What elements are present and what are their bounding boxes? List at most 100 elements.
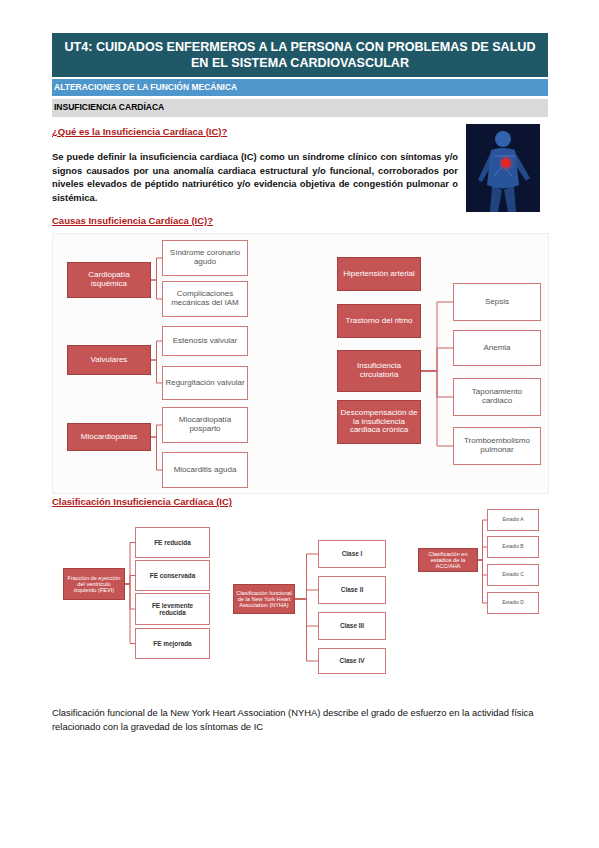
section-band: ALTERACIONES DE LA FUNCIÓN MECÁNICA	[52, 79, 548, 96]
class-box: Clase III	[318, 612, 386, 640]
box-text: Síndrome coronario agudo	[165, 249, 245, 267]
box-text: Complicaciones mecánicas del IAM	[165, 290, 245, 308]
connector-line	[125, 584, 135, 644]
connector-line	[125, 576, 135, 585]
box-text: Miocardiopatías	[81, 433, 137, 442]
cause-group-box: Miocardiopatías	[67, 423, 151, 451]
box-text: Anemia	[483, 344, 510, 353]
section-heading: ¿Qué es la Insuficiencia Cardíaca (IC)?	[52, 126, 372, 140]
box-text: Trastorno del ritmo	[346, 317, 413, 326]
cause-box: Estenosis valvular	[162, 326, 248, 356]
box-text: Valvulares	[91, 356, 128, 365]
box-text: FE conservada	[150, 572, 195, 579]
connector-line	[295, 590, 318, 599]
class-box: FE levemente reducida	[135, 593, 210, 625]
connector-line	[151, 425, 162, 437]
class-box: Clase I	[318, 540, 386, 568]
class-box: Clase II	[318, 576, 386, 604]
box-text: Estadio B	[502, 544, 523, 550]
cause-group-box: Insuficiencia circulatoria	[337, 350, 421, 392]
box-text: Fracción de eyección del ventrículo izqu…	[66, 575, 122, 593]
box-text: Estenosis valvular	[173, 337, 237, 346]
box-text: Clasificación en estadios de la ACC/AHA	[421, 551, 475, 569]
box-text: Insuficiencia circulatoria	[340, 362, 418, 380]
box-text: Miocarditis aguda	[174, 466, 237, 475]
connector-line	[151, 360, 162, 383]
connector-line	[478, 520, 487, 560]
connector-line	[295, 554, 318, 599]
box-text: INSUFICIENCIA CARDÍACA	[54, 103, 164, 112]
box-text: Tromboembolismo pulmonar	[456, 437, 538, 455]
connector-line	[421, 302, 453, 371]
cause-box: Anemia	[453, 330, 541, 366]
box-text: Regurgitación valvular	[165, 379, 244, 388]
class-box: Clase IV	[318, 648, 386, 674]
box-text: Clase I	[342, 550, 363, 557]
section-heading: Causas Insuficiencia Cardíaca (IC)?	[52, 215, 372, 229]
box-text: Hipertensión arterial	[343, 270, 415, 279]
title-band	[52, 33, 548, 77]
classification-box: Fracción de eyección del ventrículo izqu…	[63, 568, 125, 600]
definition-text: Se puede definir la insuficiencia cardia…	[52, 150, 458, 212]
box-text: FE mejorada	[153, 640, 191, 647]
class-box: Estadio B	[487, 536, 539, 558]
cause-box: Síndrome coronario agudo	[162, 240, 248, 276]
connector-line	[421, 371, 453, 397]
cause-box: Regurgitación valvular	[162, 366, 248, 400]
connector-line	[421, 348, 453, 371]
box-text: Cardiopatía isquémica	[70, 271, 148, 289]
connector-line	[295, 599, 318, 626]
page-title: UT4: CUIDADOS ENFERMEROS A LA PERSONA CO…	[52, 33, 548, 77]
box-text: Estadio D	[502, 600, 524, 606]
connector-line	[295, 599, 318, 661]
class-box: FE mejorada	[135, 628, 210, 659]
connector-line	[151, 280, 162, 299]
box-text: Clase II	[341, 586, 363, 593]
connector-line	[151, 258, 162, 280]
class-box: Estadio A	[487, 509, 539, 531]
connector-line	[125, 584, 135, 609]
box-text: Estadio A	[502, 517, 523, 523]
box-text: Estadio C	[502, 572, 524, 578]
box-text: Taponamiento cardiaco	[456, 388, 538, 406]
cause-box: Sepsis	[453, 283, 541, 321]
box-text: Clase IV	[340, 657, 365, 664]
classification-box: Clasificación en estadios de la ACC/AHA	[418, 548, 478, 572]
connector-line	[478, 560, 487, 575]
connector-line	[421, 371, 453, 446]
box-text: Clasificación funcional de la New York H…	[236, 590, 292, 608]
connector-line	[478, 547, 487, 560]
diagram-frame	[53, 234, 549, 494]
cause-box: Taponamiento cardiaco	[453, 378, 541, 416]
section-band: INSUFICIENCIA CARDÍACA	[52, 99, 548, 117]
cause-group-box: Valvulares	[67, 345, 151, 375]
class-box: Estadio C	[487, 564, 539, 586]
cause-box: Tromboembolismo pulmonar	[453, 427, 541, 465]
cause-box: Complicaciones mecánicas del IAM	[162, 281, 248, 317]
classification-box: Clasificación funcional de la New York H…	[233, 584, 295, 614]
cause-box: Miocardiopatía posparto	[162, 407, 248, 443]
box-text: Descompensación de la insuficiencia card…	[340, 409, 418, 435]
body-illustration	[466, 124, 540, 212]
box-text: ALTERACIONES DE LA FUNCIÓN MECÁNICA	[54, 83, 237, 92]
box-text: FE levemente reducida	[138, 602, 207, 616]
cause-group-box: Cardiopatía isquémica	[67, 262, 151, 298]
section-heading: Clasificación Insuficiencia Cardíaca (IC…	[52, 496, 372, 510]
connector-line	[125, 543, 135, 585]
class-box: FE conservada	[135, 560, 210, 591]
box-text: Miocardiopatía posparto	[165, 416, 245, 434]
cause-group-box: Hipertensión arterial	[337, 257, 421, 291]
box-text: Clase III	[340, 622, 364, 629]
cause-group-box: Descompensación de la insuficiencia card…	[337, 400, 421, 444]
box-text: FE reducida	[154, 539, 191, 546]
connector-line	[151, 437, 162, 470]
class-box: FE reducida	[135, 527, 210, 558]
box-text: Sepsis	[485, 298, 509, 307]
connector-line	[478, 560, 487, 603]
cause-group-box: Trastorno del ritmo	[337, 304, 421, 338]
cause-box: Miocarditis aguda	[162, 452, 248, 488]
class-box: Estadio D	[487, 592, 539, 614]
connector-line	[151, 341, 162, 360]
